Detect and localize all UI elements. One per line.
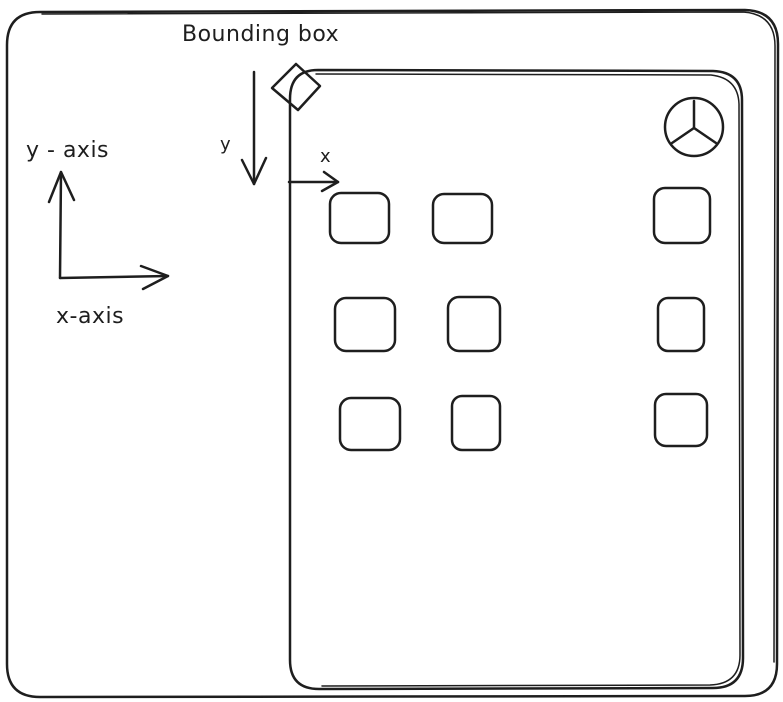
grid-item-r1-c1[interactable] [328,191,391,245]
diamond-icon [270,62,322,112]
x-direction-label: x [320,146,332,167]
x-axis-label: x-axis [56,304,125,329]
outer-frame [5,8,780,699]
x-arrow [287,170,340,193]
grid-item-r2-c2[interactable] [446,295,502,353]
grid-item-r1-c3[interactable] [652,186,712,245]
y-axis-arrow [47,170,76,280]
y-direction-label: y [220,134,232,155]
y-axis-label: y - axis [26,138,110,163]
grid-item-r2-c3[interactable] [656,296,706,353]
pie-icon [663,96,725,158]
y-arrow [240,70,268,186]
grid-item-r3-c2[interactable] [450,394,502,452]
grid-item-r3-c1[interactable] [338,396,402,452]
x-axis-arrow [58,264,170,291]
outer-frame-sketch [41,11,776,663]
grid-item-r1-c2[interactable] [431,192,494,245]
grid-item-r3-c3[interactable] [653,392,709,448]
bounding-box-frame-sketch [315,73,741,687]
grid-item-r2-c1[interactable] [333,296,397,353]
bounding-box-label: Bounding box [182,22,340,47]
bounding-box-frame [288,68,745,691]
